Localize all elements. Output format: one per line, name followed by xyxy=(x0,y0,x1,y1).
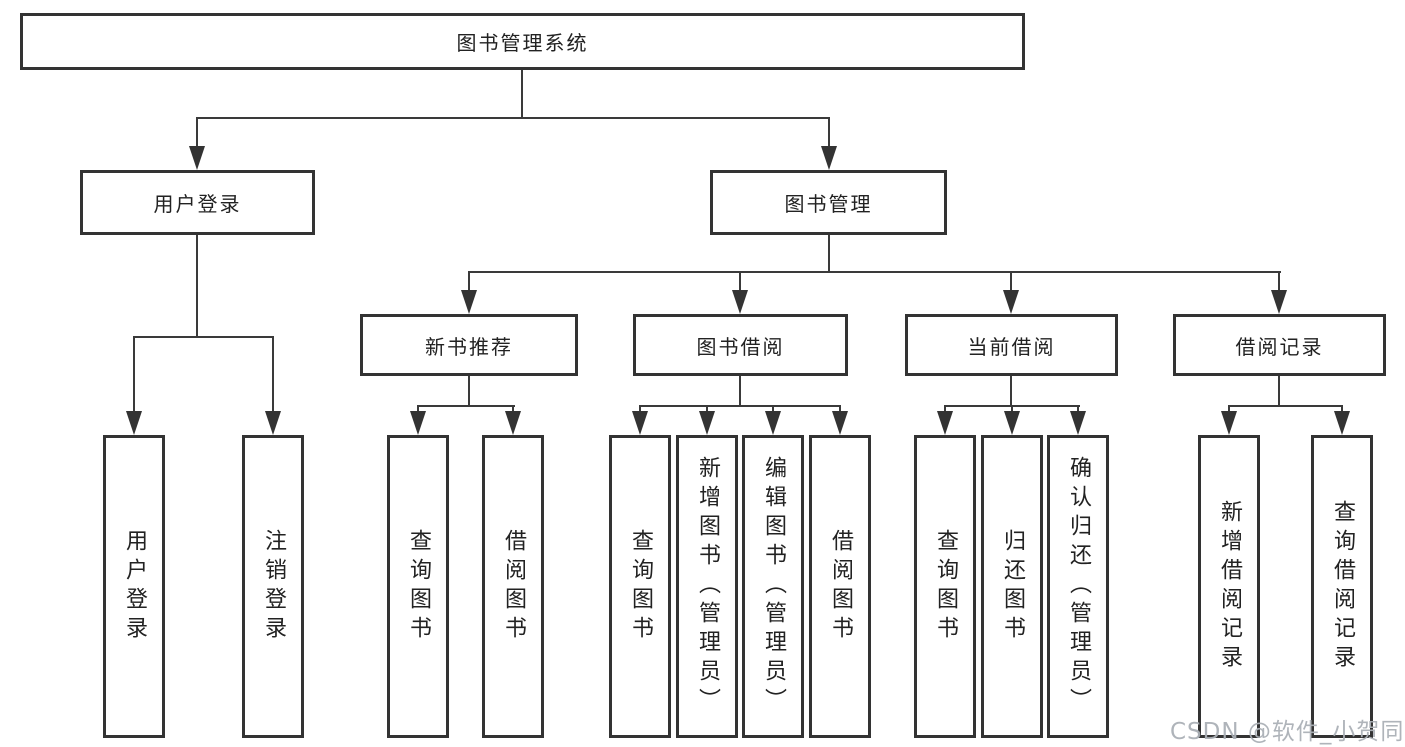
node-label: 新书推荐 xyxy=(425,334,513,359)
node-borrowing-add-books-admin: 新增图书（管理员） xyxy=(676,435,738,738)
connector-line xyxy=(196,235,198,338)
node-label: 归还图书 xyxy=(1000,528,1025,645)
arrow-down-icon xyxy=(505,411,521,435)
connector-line xyxy=(739,271,741,292)
node-book-borrowing: 图书借阅 xyxy=(633,314,848,376)
node-current-confirm-return-admin: 确认归还（管理员） xyxy=(1047,435,1109,738)
connector-line xyxy=(417,405,419,413)
node-newbook-borrow-books: 借阅图书 xyxy=(482,435,544,738)
node-label: 图书管理系统 xyxy=(456,31,589,55)
connector-line xyxy=(133,336,274,338)
connector-line xyxy=(196,117,830,119)
arrow-down-icon xyxy=(1004,411,1020,435)
node-user-login-group: 用户登录 xyxy=(80,170,315,235)
connector-line xyxy=(839,405,841,413)
connector-line xyxy=(639,405,641,413)
node-label: 当前借阅 xyxy=(967,334,1056,359)
arrow-down-icon xyxy=(461,290,477,314)
node-label: 借阅图书 xyxy=(501,528,526,645)
arrow-down-icon xyxy=(1003,290,1019,314)
node-label: 图书借阅 xyxy=(696,334,785,359)
arrow-down-icon xyxy=(632,411,648,435)
arrow-down-icon xyxy=(765,411,781,435)
connector-line xyxy=(512,405,514,413)
node-borrowing-borrow-books: 借阅图书 xyxy=(809,435,871,738)
connector-line xyxy=(828,117,830,146)
arrow-down-icon xyxy=(1334,411,1350,435)
connector-line xyxy=(639,405,841,407)
node-current-return-books: 归还图书 xyxy=(981,435,1043,738)
arrow-down-icon xyxy=(732,290,748,314)
connector-line xyxy=(1228,405,1230,413)
node-newbook-query-books: 查询图书 xyxy=(387,435,449,738)
arrow-down-icon xyxy=(937,411,953,435)
connector-line xyxy=(468,271,1281,273)
connector-line xyxy=(417,405,515,407)
connector-line xyxy=(739,376,741,406)
node-current-query-books: 查询图书 xyxy=(914,435,976,738)
node-borrowing-edit-books-admin: 编辑图书（管理员） xyxy=(742,435,804,738)
connector-line xyxy=(196,117,198,146)
arrow-down-icon xyxy=(1271,290,1287,314)
connector-line xyxy=(133,336,135,411)
connector-line xyxy=(706,405,708,413)
node-current-borrowing: 当前借阅 xyxy=(905,314,1118,376)
connector-line xyxy=(1228,405,1343,407)
arrow-down-icon xyxy=(699,411,715,435)
node-borrowing-query-books: 查询图书 xyxy=(609,435,671,738)
node-user-login: 用户登录 xyxy=(103,435,165,738)
arrow-down-icon xyxy=(410,411,426,435)
node-label: 用户登录 xyxy=(122,528,147,645)
connector-line xyxy=(521,70,523,119)
node-logout: 注销登录 xyxy=(242,435,304,738)
node-label: 编辑图书（管理员） xyxy=(761,456,786,717)
node-label: 图书管理 xyxy=(784,192,873,216)
arrow-down-icon xyxy=(1070,411,1086,435)
node-label: 新增借阅记录 xyxy=(1217,499,1242,674)
connector-line xyxy=(1077,405,1079,413)
arrow-down-icon xyxy=(832,411,848,435)
connector-line xyxy=(1278,271,1280,292)
connector-line xyxy=(272,336,274,411)
node-label: 借阅图书 xyxy=(828,528,853,645)
node-book-management: 图书管理 xyxy=(710,170,947,235)
node-label: 查询图书 xyxy=(628,528,653,645)
arrow-down-icon xyxy=(1221,411,1237,435)
connector-line xyxy=(468,271,470,292)
node-label: 用户登录 xyxy=(153,192,242,216)
arrow-down-icon xyxy=(265,411,281,435)
node-label: 查询图书 xyxy=(406,528,431,645)
node-label: 确认归还（管理员） xyxy=(1066,456,1091,717)
connector-line xyxy=(1341,405,1343,413)
node-borrowing-records: 借阅记录 xyxy=(1173,314,1386,376)
connector-line xyxy=(1011,405,1013,413)
node-label: 新增图书（管理员） xyxy=(695,456,720,717)
node-records-query-record: 查询借阅记录 xyxy=(1311,435,1373,738)
arrow-down-icon xyxy=(189,146,205,170)
node-new-book-recommendation: 新书推荐 xyxy=(360,314,578,376)
connector-line xyxy=(1010,271,1012,292)
connector-line xyxy=(468,376,470,406)
node-label: 借阅记录 xyxy=(1235,334,1324,359)
connector-line xyxy=(944,405,946,413)
node-library-management-system: 图书管理系统 xyxy=(20,13,1025,70)
watermark: CSDN @软件_小贺同学 xyxy=(1170,719,1405,745)
connector-line xyxy=(828,235,830,273)
node-label: 查询图书 xyxy=(933,528,958,645)
connector-line xyxy=(1278,376,1280,406)
node-label: 查询借阅记录 xyxy=(1330,499,1355,674)
node-label: 注销登录 xyxy=(261,528,286,645)
node-records-add-record: 新增借阅记录 xyxy=(1198,435,1260,738)
arrow-down-icon xyxy=(821,146,837,170)
connector-line xyxy=(1010,376,1012,406)
connector-line xyxy=(772,405,774,413)
arrow-down-icon xyxy=(126,411,142,435)
